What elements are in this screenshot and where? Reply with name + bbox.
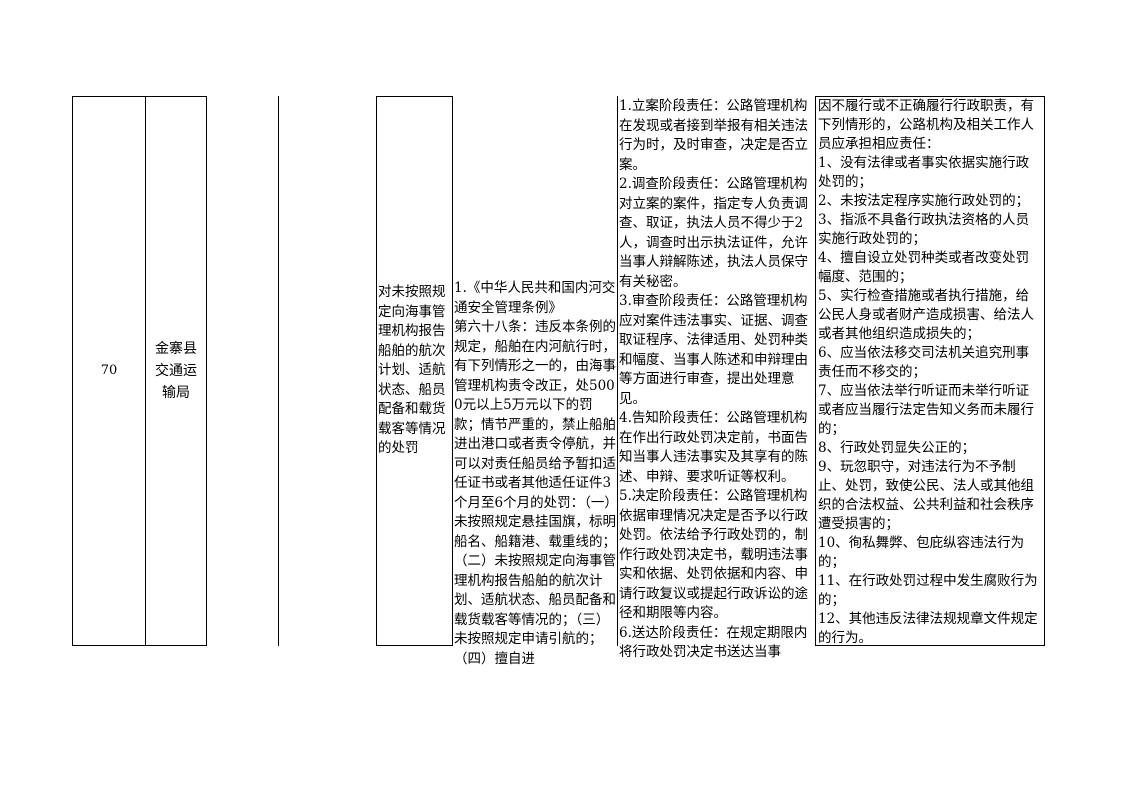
border-top-left [72, 96, 207, 97]
border-col2 [206, 96, 207, 646]
accountability-5: 5、实行检查措施或者执行措施，给公民人身或者财产造成损害、给法人或者其他组织造成… [818, 288, 1034, 342]
border-top-mid [376, 96, 453, 97]
accountability-11: 11、在行政处罚过程中发生腐败行为的； [818, 573, 1038, 608]
accountability-12: 12、其他违反法律法规规章文件规定的行为。 [818, 611, 1038, 646]
border-left [72, 96, 73, 646]
border-top-right [815, 96, 1045, 97]
border-col1 [145, 96, 146, 646]
responsibility-5: 5.决定阶段责任：公路管理机构依据审理情况决定是否予以行政处罚。依法给予行政处罚… [619, 488, 808, 621]
accountability-3: 3、指派不具备行政执法资格的人员实施行政处罚的； [818, 212, 1030, 247]
responsibility-4: 4.告知阶段责任：公路管理机构在作出行政处罚决定前，书面告知当事人违法事实及其享… [619, 410, 808, 485]
item-name-text: 对未按照规定向海事管理机构报告船舶的航次计划、适航状态、船员配备和载货载客等情况… [378, 284, 446, 457]
responsibilities: 1.立案阶段责任：公路管理机构在发现或者接到举报有相关违法行为时，及时审查，决定… [619, 97, 814, 660]
department: 金寨县 交通运 输局 [146, 97, 206, 645]
legal-basis-1: 1.《中华人民共和国内河交通安全管理条例》 [454, 280, 616, 316]
accountability-intro: 因不履行或不正确履行行政职责，有下列情形的，公路机构及相关工作人员应承担相应责任… [818, 98, 1034, 152]
accountability-4: 4、擅自设立处罚种类或者改变处罚幅度、范围的； [818, 250, 1030, 285]
border-col7 [815, 96, 816, 646]
accountability-7: 7、应当依法举行听证而未举行听证或者应当履行法定告知义务而未履行的； [818, 383, 1034, 437]
border-bottom-mid [376, 645, 453, 646]
responsibility-6: 6.送达阶段责任：在规定期限内将行政处罚决定书送达当事 [619, 624, 808, 661]
item-name: 对未按照规定向海事管理机构报告船舶的航次计划、适航状态、船员配备和载货载客等情况… [378, 97, 450, 645]
accountability: 因不履行或不正确履行行政职责，有下列情形的，公路机构及相关工作人员应承担相应责任… [818, 97, 1042, 646]
border-col5 [452, 96, 453, 646]
responsibility-1: 1.立案阶段责任：公路管理机构在发现或者接到举报有相关违法行为时，及时审查，决定… [619, 98, 808, 173]
legal-basis-2: 第六十八条：违反本条例的规定，船舶在内河航行时，有下列情形之一的，由海事管理机构… [454, 319, 616, 667]
responsibility-2: 2.调查阶段责任：公路管理机构对立案的案件，指定专人负责调查、取证，执法人员不得… [619, 176, 808, 290]
border-right [1044, 96, 1045, 646]
accountability-9: 9、玩忽职守，对违法行为不予制止、处罚，致使公民、法人或其他组织的合法权益、公共… [818, 459, 1034, 532]
border-col3 [278, 96, 279, 646]
border-col4 [376, 96, 377, 646]
accountability-1: 1、没有法律或者事实依据实施行政处罚的； [818, 155, 1030, 190]
row-number-text: 70 [100, 363, 118, 378]
department-text: 金寨县 交通运 输局 [155, 341, 197, 401]
accountability-10: 10、徇私舞弊、包庇纵容违法行为的； [818, 535, 1025, 570]
accountability-6: 6、应当依法移交司法机关追究刑事责任而不移交的； [818, 345, 1030, 380]
border-col6 [617, 96, 618, 646]
legal-basis: 1.《中华人民共和国内河交通安全管理条例》 第六十八条：违反本条例的规定，船舶在… [454, 97, 616, 667]
row-number: 70 [73, 97, 145, 645]
accountability-2: 2、未按法定程序实施行政处罚的； [818, 193, 1030, 209]
responsibility-3: 3.审查阶段责任：公路管理机构应对案件违法事实、证据、调查取证程序、法律适用、处… [619, 293, 808, 407]
border-bottom-left [72, 645, 207, 646]
accountability-8: 8、行政处罚显失公正的； [818, 440, 976, 456]
border-bottom-right [815, 645, 1045, 646]
